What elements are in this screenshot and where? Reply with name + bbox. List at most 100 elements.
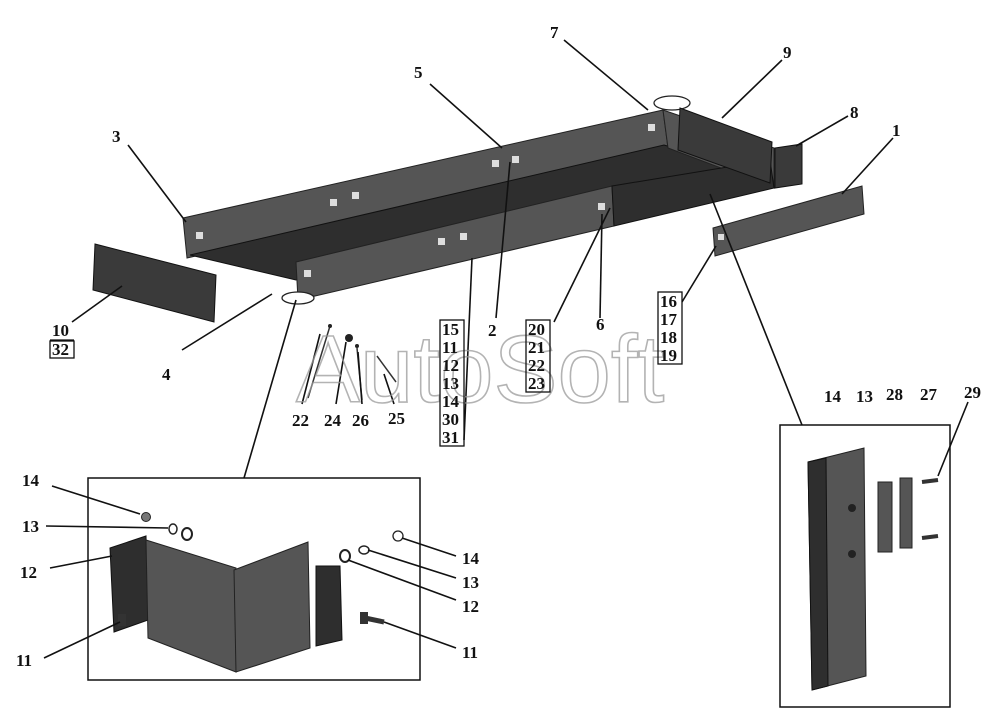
stack-15-item: 14 xyxy=(442,392,460,411)
stack-box xyxy=(657,291,683,365)
leader-d14a xyxy=(51,485,141,515)
leader-d13a xyxy=(45,525,169,529)
stack-15: 15 11 12 13 14 30 31 xyxy=(439,319,465,447)
stack-15-item: 30 xyxy=(442,410,459,429)
callout-detail-11b: 11 xyxy=(462,643,478,662)
bolt-head-26 xyxy=(355,344,359,348)
stack-16-item: 18 xyxy=(660,328,677,347)
callout-rail-27: 27 xyxy=(920,385,938,404)
callout-detail-14a: 14 xyxy=(22,471,40,490)
stack-box xyxy=(439,319,465,447)
stack-box xyxy=(525,319,551,393)
leader-9 xyxy=(721,59,783,119)
grill-top-right xyxy=(677,107,773,184)
frame-hole xyxy=(196,232,203,239)
leader-d11a xyxy=(43,621,121,659)
leader-d13b xyxy=(367,549,457,579)
stack-16-item: 16 xyxy=(660,292,677,311)
leader-r29 xyxy=(937,401,969,477)
bolt-11-right-head xyxy=(360,612,368,624)
callout-rail-14: 14 xyxy=(824,387,842,406)
leader-4 xyxy=(181,293,273,351)
callout-detail-12b: 12 xyxy=(462,597,479,616)
stack-20-item: 21 xyxy=(528,338,545,357)
leader-24 xyxy=(335,341,347,405)
frame-hole xyxy=(330,199,337,206)
mount-ring-bottom xyxy=(281,291,315,305)
stack-15-item: 31 xyxy=(442,428,459,447)
nut-14-left xyxy=(141,512,151,522)
bolt-11-left xyxy=(118,614,126,626)
bolt-head-22 xyxy=(328,324,332,328)
callout-rail-13: 13 xyxy=(856,387,873,406)
stack-box xyxy=(49,340,75,359)
pin-25 xyxy=(376,355,397,383)
leader-15 xyxy=(463,257,473,441)
frame-hole xyxy=(438,238,445,245)
callout-3: 3 xyxy=(112,127,121,146)
stack-15-item: 15 xyxy=(442,320,459,339)
callout-8: 8 xyxy=(850,103,859,122)
bolt-22 xyxy=(307,325,331,399)
screw-29-top xyxy=(921,478,939,484)
washer-12-left xyxy=(181,527,193,541)
leader-detail-right xyxy=(709,193,803,426)
frame-assembly xyxy=(182,95,775,305)
nut-24 xyxy=(345,334,353,342)
callout-4: 4 xyxy=(162,365,171,384)
side-panel-hole xyxy=(718,234,724,240)
frame-hole xyxy=(352,192,359,199)
frame-hole xyxy=(460,233,467,240)
leader-7 xyxy=(563,39,649,111)
washer-12-right xyxy=(339,549,351,563)
stack-15-item: 12 xyxy=(442,356,459,375)
nut-14-right xyxy=(392,530,404,542)
callout-25: 25 xyxy=(388,409,405,428)
leader-d14b xyxy=(401,537,457,557)
callout-labels: 1 2 3 4 5 6 7 8 9 22 24 26 25 14 13 12 1… xyxy=(16,23,981,670)
rail-hole xyxy=(848,550,856,558)
watermark-text: AutoSoft xyxy=(296,316,664,423)
detail-box-rail xyxy=(779,424,951,708)
leader-d12b xyxy=(347,559,457,601)
leader-20 xyxy=(553,207,611,323)
stack-15-item: 13 xyxy=(442,374,459,393)
screw-29-bottom xyxy=(921,534,939,540)
frame-hole xyxy=(598,203,605,210)
leader-5 xyxy=(429,83,503,149)
grill-left xyxy=(92,243,217,323)
leader-d11b xyxy=(383,621,457,649)
frame-hole xyxy=(648,124,655,131)
washer-13-left xyxy=(168,523,178,535)
frame-hole xyxy=(304,270,311,277)
stack-10: 10 32 xyxy=(49,321,75,359)
stack-16-item: 17 xyxy=(660,310,678,329)
bracket-block-right xyxy=(315,565,343,647)
bracket-block-left xyxy=(109,535,149,633)
leader-22 xyxy=(301,333,321,405)
detail-box-mount xyxy=(87,477,421,681)
stack-20-item: 20 xyxy=(528,320,545,339)
leader-16 xyxy=(681,245,717,303)
callout-detail-13b: 13 xyxy=(462,573,479,592)
side-panel-right xyxy=(712,185,865,257)
leader-detail-left xyxy=(243,299,297,479)
leader-2 xyxy=(495,161,511,319)
bracket-wall xyxy=(233,541,311,673)
callout-6: 6 xyxy=(596,315,605,334)
plate-27 xyxy=(899,477,913,549)
grill-right xyxy=(774,143,803,189)
callout-22: 22 xyxy=(292,411,309,430)
leader-25 xyxy=(383,373,395,405)
callout-9: 9 xyxy=(783,43,792,62)
leader-6 xyxy=(599,213,603,319)
leader-3 xyxy=(127,144,187,223)
stack-16: 16 17 18 19 xyxy=(657,291,683,365)
stack-15-item: 11 xyxy=(442,338,458,357)
leader-8 xyxy=(795,115,849,147)
leader-d12a xyxy=(49,555,113,569)
leader-10 xyxy=(71,285,123,323)
rail-channel-side xyxy=(807,457,829,691)
stack-16-item: 19 xyxy=(660,346,677,365)
